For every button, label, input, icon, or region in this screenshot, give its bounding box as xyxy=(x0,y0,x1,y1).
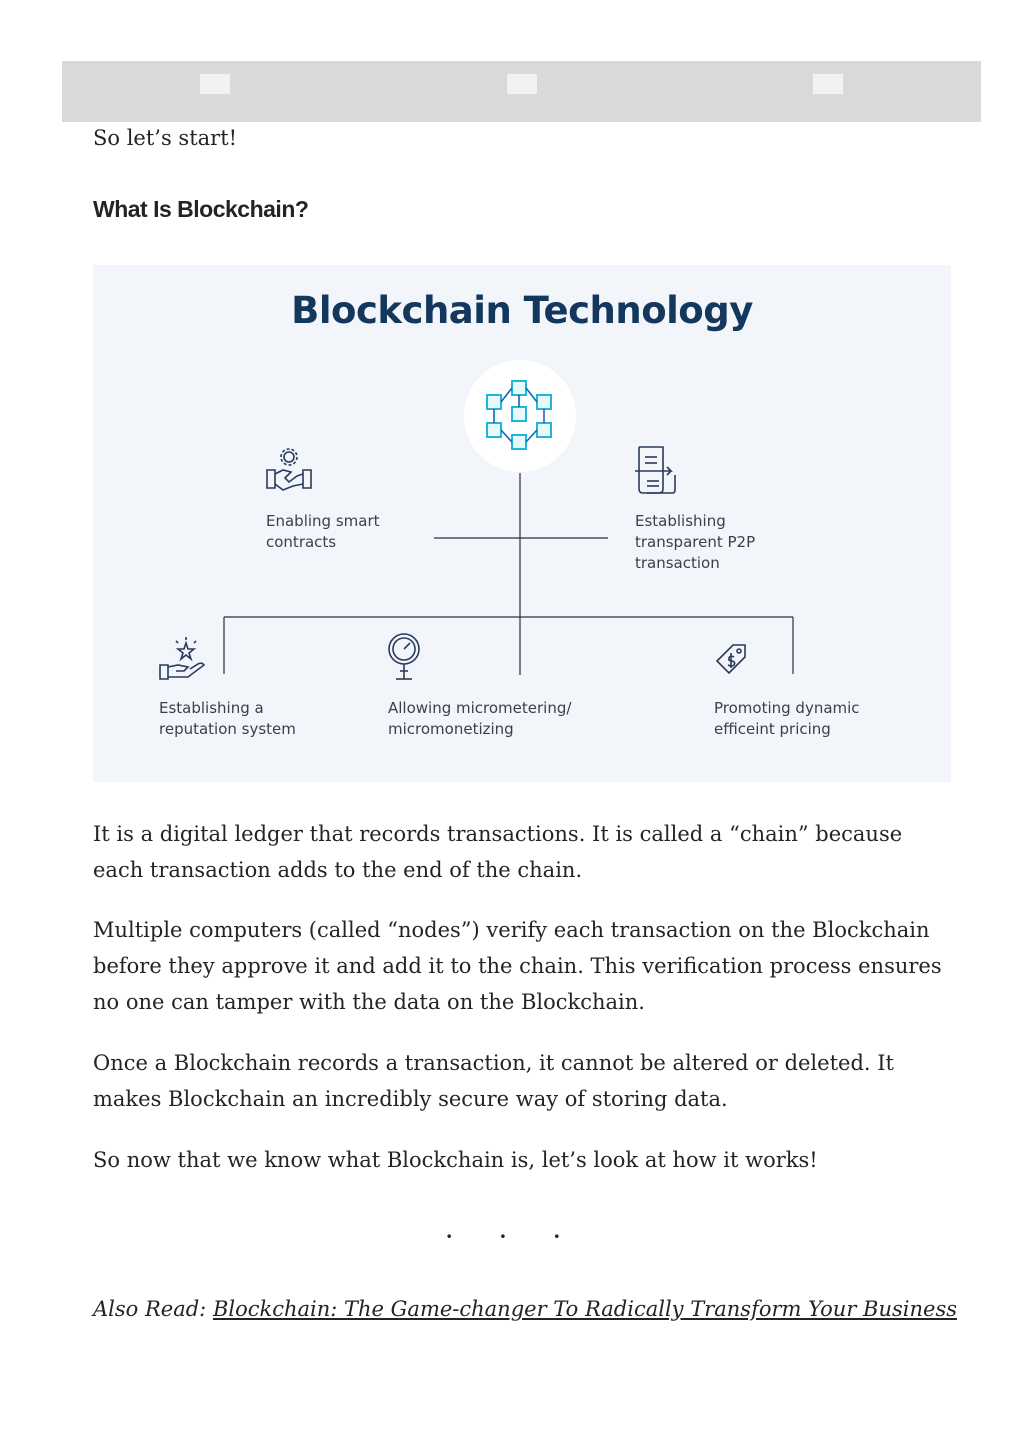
top-banner-placeholder xyxy=(62,61,981,122)
figure-label-pricing: Promoting dynamic efficeint pricing xyxy=(714,699,860,738)
body-paragraph: It is a digital ledger that records tran… xyxy=(93,822,903,882)
price-tag-icon xyxy=(715,644,746,675)
document-exchange-icon xyxy=(635,446,676,494)
figure-label-micrometering: Allowing micrometering/ micromonetizing xyxy=(388,699,572,738)
handshake-gear-icon xyxy=(266,448,312,491)
body-paragraph: So now that we know what Blockchain is, … xyxy=(93,1148,818,1172)
figure-connector-lines xyxy=(223,473,794,675)
figure-label-smart-contracts: Enabling smart contracts xyxy=(266,512,380,551)
gauge-icon xyxy=(388,633,420,680)
banner-block xyxy=(813,74,843,94)
body-paragraph: Once a Blockchain records a transaction,… xyxy=(93,1051,894,1111)
blockchain-figure: Blockchain Technology xyxy=(93,265,951,782)
also-read: Also Read: Blockchain: The Game-changer … xyxy=(93,1293,957,1325)
figure-label-reputation: Establishing a reputation system xyxy=(159,699,296,738)
lead-text: So let’s start! xyxy=(93,126,238,150)
section-separator: · · · xyxy=(444,1220,580,1253)
body-paragraph: Multiple computers (called “nodes”) veri… xyxy=(93,918,942,1014)
banner-block xyxy=(507,74,537,94)
figure-label-p2p: Establishing transparent P2P transaction xyxy=(635,512,756,572)
section-heading: What Is Blockchain? xyxy=(93,196,309,222)
hand-star-icon xyxy=(159,637,206,680)
also-read-link[interactable]: Blockchain: The Game-changer To Radicall… xyxy=(212,1297,958,1321)
also-read-prefix: Also Read: xyxy=(93,1297,213,1321)
figure-title: Blockchain Technology xyxy=(291,289,753,332)
banner-block xyxy=(200,74,230,94)
blockchain-cubes-icon xyxy=(486,380,552,450)
